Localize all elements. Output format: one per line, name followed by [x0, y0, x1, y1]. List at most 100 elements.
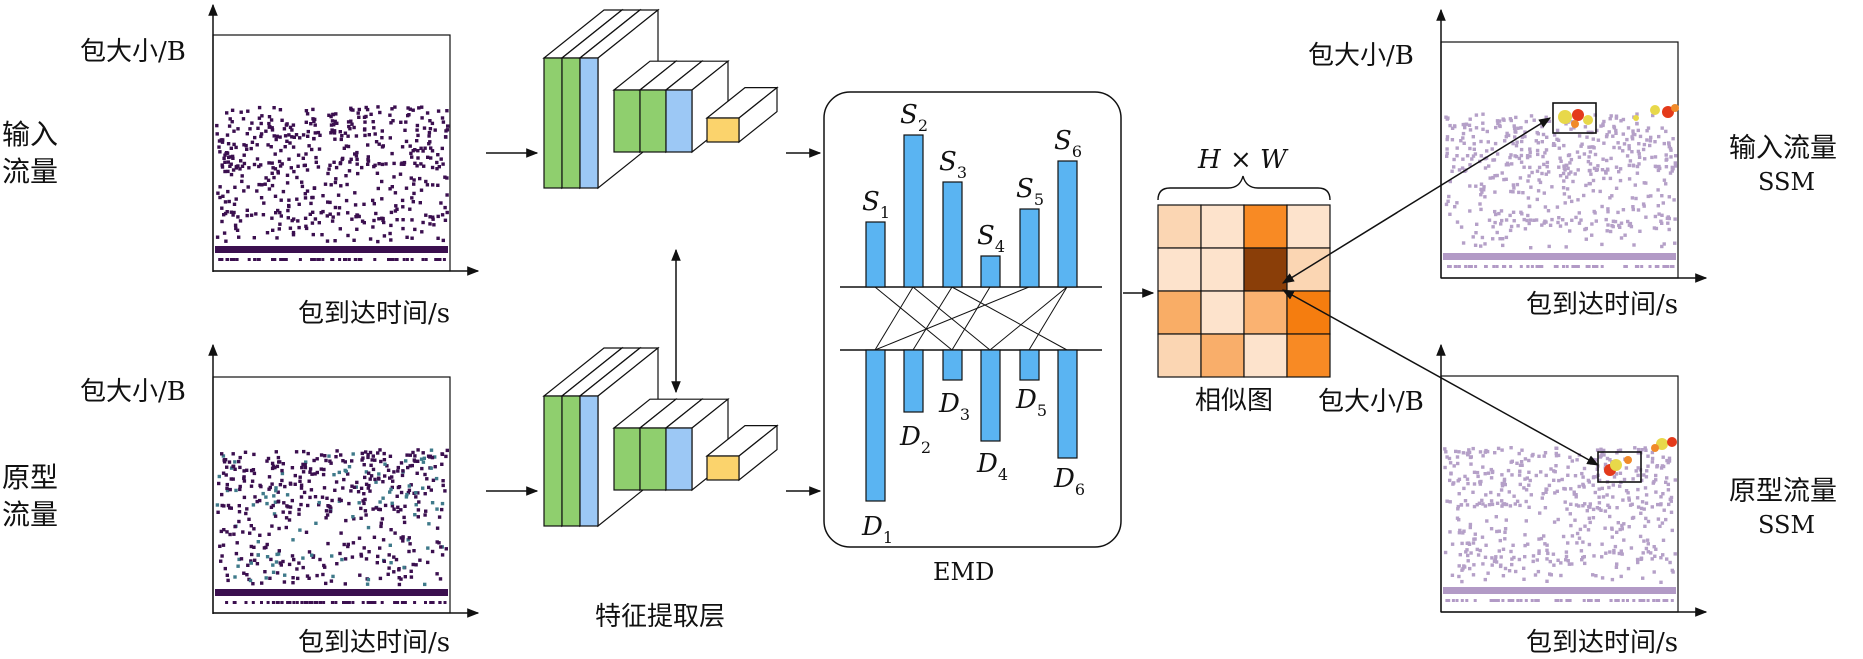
scatter-point [215, 132, 219, 136]
scatter-point [351, 601, 355, 604]
scatter-point [1495, 230, 1499, 235]
scatter-point [340, 557, 344, 562]
scatter-point [1559, 573, 1563, 578]
scatter-point [1502, 477, 1507, 482]
scatter-point [1511, 543, 1515, 547]
scatter-point [280, 162, 284, 166]
emd-flow-line [951, 286, 991, 351]
scatter-point [1631, 129, 1635, 133]
scatter-point [308, 601, 312, 604]
scatter-point [1673, 478, 1677, 482]
scatter-point [1547, 170, 1551, 174]
scatter-point [310, 147, 314, 152]
scatter-point [401, 218, 405, 222]
scatter-point [1450, 573, 1455, 577]
scatter-point [244, 143, 248, 148]
scatter-point [1648, 139, 1653, 143]
scatter-point [1524, 499, 1528, 504]
scatter-point [378, 576, 383, 581]
scatter-point [275, 464, 280, 469]
scatter-point [1490, 469, 1495, 474]
scatter-point [1531, 554, 1536, 558]
scatter-point [371, 198, 375, 203]
scatter-point [368, 477, 372, 481]
scatter-point [259, 132, 264, 136]
scatter-point [1517, 557, 1522, 562]
scatter-point [1534, 139, 1538, 143]
scatter-point [272, 175, 276, 180]
emd-d-label: D5 [1015, 385, 1047, 420]
scatter-point [380, 136, 384, 140]
scatter-point [388, 136, 392, 140]
scatter-point [278, 210, 282, 215]
scatter-point [1566, 473, 1570, 477]
scatter-point [1666, 265, 1670, 268]
scatter-point [1515, 140, 1519, 144]
scatter-point [380, 197, 384, 201]
scatter-point [1445, 151, 1449, 155]
scatter-point [1563, 201, 1567, 205]
scatter-point [383, 503, 388, 508]
scatter-point [226, 160, 230, 164]
scatter-point [371, 120, 375, 124]
scatter-point [1500, 473, 1504, 477]
scatter-point [376, 105, 380, 109]
scatter-point [1570, 534, 1575, 538]
scatter-point [1602, 453, 1606, 457]
scatter-point [249, 146, 253, 151]
scatter-point [356, 490, 361, 494]
scatter-point [422, 456, 426, 460]
scatter-point [240, 174, 244, 178]
emd-source-bar [980, 255, 1001, 288]
scatter-point [1565, 507, 1569, 511]
y-axis-label: 包大小/B [80, 377, 186, 407]
scatter-point [220, 452, 224, 456]
scatter-point [306, 503, 310, 508]
scatter-point [1523, 543, 1527, 548]
scatter-point [1672, 198, 1676, 202]
scatter-point [218, 185, 222, 189]
scatter-point [1472, 482, 1477, 486]
scatter-point [371, 225, 375, 229]
scatter-point [315, 470, 319, 475]
scatter-point [1514, 569, 1518, 574]
scatter-point [366, 577, 371, 582]
scatter-point [253, 135, 257, 140]
scatter-point [386, 468, 391, 472]
scatter-point [1592, 554, 1596, 558]
scatter-point [335, 562, 339, 566]
scatter-point [269, 505, 274, 509]
scatter-point [333, 137, 337, 141]
x-axis-label: 包到达时间/s [1526, 628, 1678, 658]
scatter-point [268, 576, 272, 580]
scatter-point [425, 183, 430, 187]
layer-front-face [639, 427, 667, 491]
scatter-point [373, 601, 377, 604]
scatter-point [226, 578, 230, 583]
scatter-point [266, 601, 270, 604]
layer-front-face [579, 57, 599, 189]
scatter-point [390, 501, 394, 505]
scatter-point [1466, 541, 1471, 545]
scatter-point [223, 169, 227, 174]
scatter-point [1631, 207, 1635, 212]
scatter-point [342, 601, 345, 604]
scatter-point [238, 167, 242, 171]
scatter-point [298, 479, 302, 483]
scatter-point [1621, 117, 1626, 122]
scatter-point [1531, 559, 1535, 564]
scatter-point [414, 491, 418, 495]
scatter-point [1465, 548, 1469, 552]
scatter-point [1577, 155, 1582, 159]
scatter-point [1618, 471, 1623, 475]
scatter-point [292, 601, 296, 604]
scatter-point [424, 258, 428, 261]
scatter-point [339, 137, 343, 142]
scatter-point [333, 239, 337, 243]
scatter-point [263, 570, 267, 574]
scatter-point [253, 495, 257, 499]
scatter-point [246, 185, 250, 189]
scatter-point [259, 196, 264, 200]
scatter-point [1489, 499, 1494, 503]
scatter-point [1540, 171, 1544, 176]
